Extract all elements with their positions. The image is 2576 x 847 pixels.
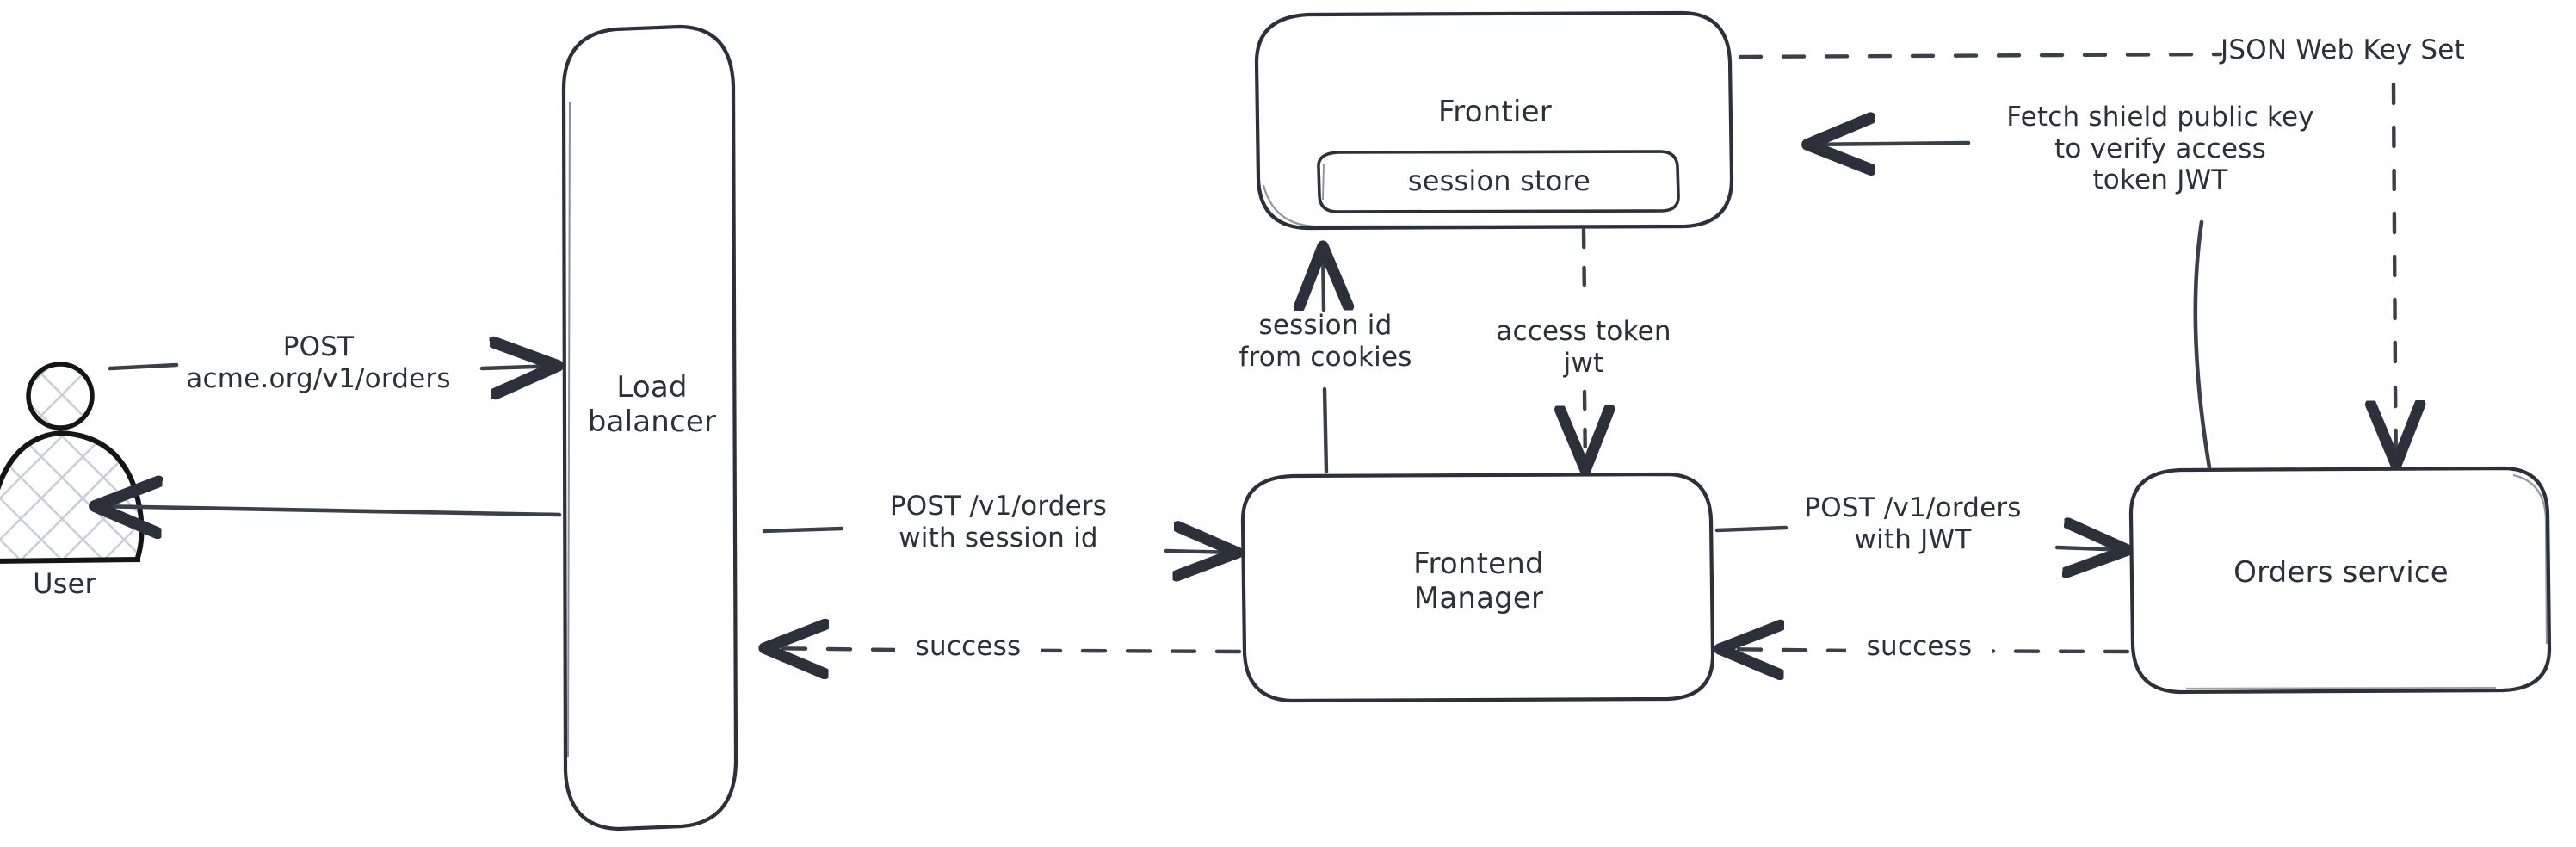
node-label-load-balancer: Load balancer (587, 370, 717, 440)
node-label-frontend-manager: Frontend Manager (1413, 547, 1544, 616)
edge-user-to-lb (108, 365, 558, 368)
edge-label-frontier-to-orders-jwks: JSON Web Key Set (2221, 34, 2465, 65)
node-frontend-manager[interactable] (1240, 472, 1715, 703)
edge-frontier-to-orders-jwks (1738, 52, 2396, 465)
edge-lb-to-user (95, 506, 562, 515)
edge-label-fm-to-frontier: session id from cookies (1239, 310, 1412, 373)
edge-orders-to-frontier (1807, 143, 2212, 470)
edge-frontier-to-fm (1584, 227, 1585, 470)
edge-label-frontier-to-fm: access token jwt (1496, 316, 1671, 379)
node-orders-service[interactable] (2128, 466, 2552, 695)
node-session-store[interactable] (1317, 150, 1680, 213)
node-label-session-store: session store (1407, 164, 1591, 197)
actor-user[interactable] (0, 362, 145, 564)
node-load-balancer[interactable] (561, 24, 738, 832)
node-label-frontier: Frontier (1438, 95, 1552, 129)
edge-fm-to-orders (1714, 528, 2128, 550)
edge-fm-to-frontier (1323, 246, 1326, 474)
edge-label-orders-to-frontier: Fetch shield public key to verify access… (2006, 102, 2314, 196)
edge-lb-to-fm (762, 529, 1238, 553)
edge-label-user-to-lb: POST acme.org/v1/orders (186, 331, 451, 394)
edge-label-fm-to-lb-success: success (895, 631, 1041, 663)
node-label-orders-service: Orders service (2233, 555, 2449, 590)
edge-label-lb-to-fm: POST /v1/orders with session id (889, 491, 1108, 553)
actor-label-user: User (33, 567, 96, 600)
edge-label-orders-to-fm-success: success (1846, 631, 1992, 663)
edge-label-fm-to-orders: POST /v1/orders with JWT (1804, 492, 2022, 555)
